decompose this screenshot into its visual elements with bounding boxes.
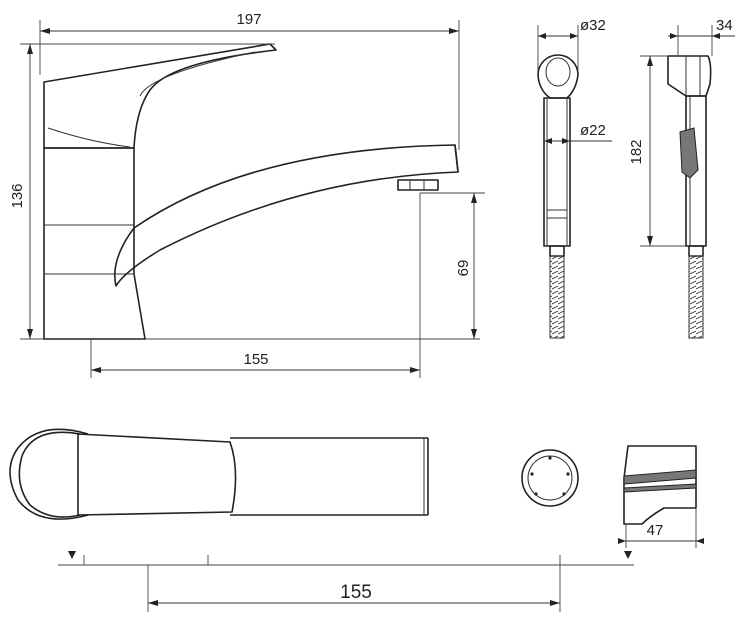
dimension-label-182: 182 [628, 139, 645, 164]
aerator-face-view [521, 449, 579, 507]
handshower-side-hose [688, 255, 704, 339]
trigger-lever [679, 127, 699, 179]
dimension-spout-reach-side: 155 [90, 193, 421, 378]
handshower-head [537, 54, 579, 99]
dimension-label-155-top: 155 [340, 582, 372, 603]
dimension-label-47: 47 [647, 522, 664, 539]
dimension-spout-reach-top: 155 [58, 551, 634, 612]
handshower-holder [623, 445, 697, 525]
dimension-handshower-length: 182 [628, 55, 686, 247]
dimension-label-d32: ø32 [580, 17, 606, 34]
handshower-front-view [537, 54, 579, 339]
faucet-spout [114, 144, 459, 287]
dimension-head-diameter: ø32 [537, 17, 606, 70]
handshower-handle [543, 97, 571, 247]
dimension-handshower-depth: 34 [668, 17, 735, 56]
dimension-label-d22: ø22 [580, 122, 606, 139]
dimension-spout-height: 69 [420, 192, 485, 339]
faucet-top-lever [77, 433, 237, 516]
dimension-label-136: 136 [9, 183, 26, 208]
dimension-label-197: 197 [236, 11, 261, 28]
faucet-body [43, 147, 146, 340]
faucet-top-body [9, 428, 89, 520]
handshower-side-head [667, 55, 712, 97]
dimension-holder-width: 47 [618, 508, 704, 548]
dimension-overall-length: 197 [39, 11, 460, 150]
handshower-side-view [667, 55, 712, 339]
faucet-top-view [9, 428, 429, 520]
faucet-lever [43, 43, 277, 149]
dimension-label-155-side: 155 [243, 351, 268, 368]
aerator-face [521, 449, 579, 507]
handshower-hose [549, 255, 565, 339]
holder-view [623, 445, 697, 525]
dimension-handle-diameter: ø22 [544, 122, 612, 144]
dimension-label-34: 34 [716, 17, 733, 34]
dimension-label-69: 69 [455, 260, 472, 277]
faucet-side-view [20, 43, 480, 340]
dimension-overall-height: 136 [9, 43, 275, 339]
aerator [397, 179, 439, 191]
